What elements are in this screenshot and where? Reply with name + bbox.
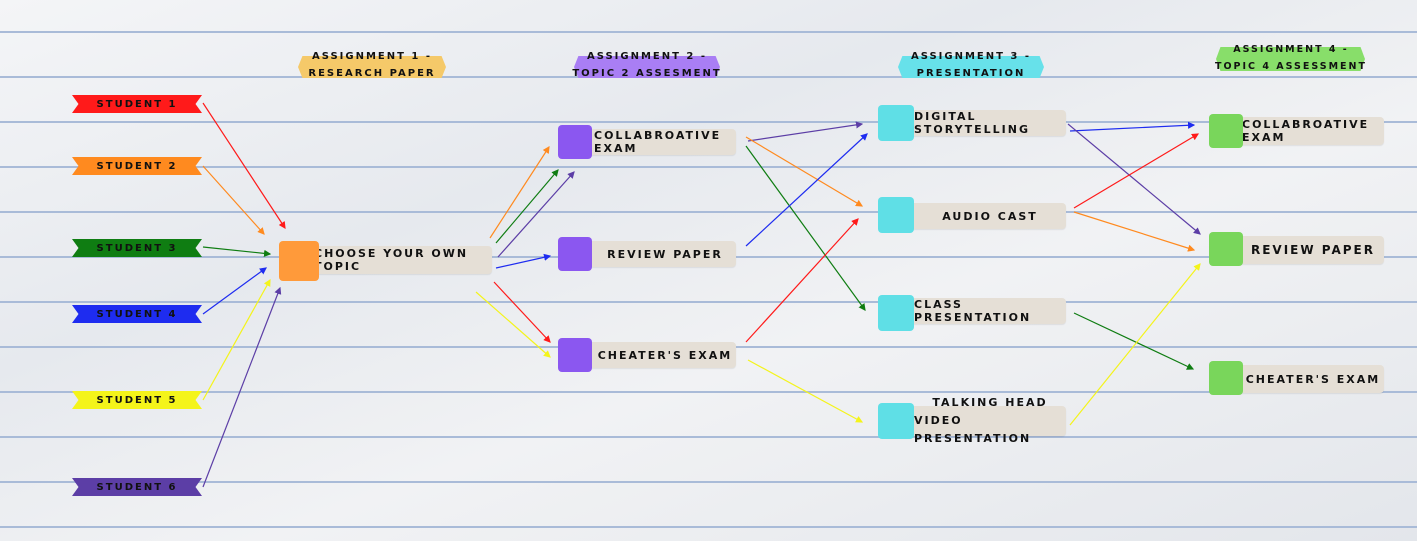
- assignment-2-header-line2: Topic 2 Assesment: [572, 68, 722, 79]
- a4-item-2-label: Review Paper: [1250, 243, 1375, 257]
- arrow-student5-topic: [202, 278, 271, 401]
- assignment-3-header-line2: Presentation: [916, 68, 1026, 79]
- a3-item-3-card: Class Presentation: [896, 298, 1066, 324]
- assignment-4-header-bg: [1216, 47, 1365, 71]
- arrow-student4-topic: [202, 267, 267, 315]
- assignment-1-header-line2: Research paper: [308, 68, 436, 79]
- student-3-ribbon: Student 3: [72, 239, 202, 257]
- assignment-4-header-line1: Assignment 4 -: [1233, 44, 1349, 55]
- a4-item-3-label: Cheater's Exam: [1245, 372, 1381, 386]
- a3-item-3-square: [878, 295, 914, 331]
- a2-item-2-square: [558, 237, 592, 271]
- a4-item-1-square: [1209, 114, 1243, 148]
- student-2-ribbon: Student 2: [72, 157, 202, 175]
- arrow-a2-3-a3-4-yellow: [747, 359, 864, 423]
- a3-item-3-label: Class Presentation: [914, 298, 1032, 324]
- arrow-student1-topic: [202, 102, 286, 230]
- a2-item-3-square: [558, 338, 592, 372]
- student-1-ribbon: Student 1: [72, 95, 202, 113]
- student-3-label: Student 3: [96, 242, 178, 254]
- student-4-label: Student 4: [96, 308, 178, 320]
- a4-item-3-card: Cheater's Exam: [1226, 365, 1384, 393]
- arrow-a2-1-a3-1-purple: [747, 121, 864, 142]
- a4-item-3-square: [1209, 361, 1243, 395]
- assignment-2-header: Assignment 2 - Topic 2 Assesment: [572, 48, 722, 82]
- a3-item-4-label-line2: Video Presentation: [914, 414, 1032, 445]
- a3-item-4-label-line1: Talking Head: [932, 396, 1048, 409]
- a2-item-3-card: Cheater's Exam: [574, 342, 736, 368]
- topic-card: Choose your own Topic: [300, 246, 492, 274]
- arrow-a3-2-a4-2-orange: [1073, 211, 1196, 252]
- student-6-label: Student 6: [96, 481, 178, 493]
- a3-item-2-card: Audio Cast: [896, 203, 1066, 229]
- assignment-4-header: Assignment 4 - Topic 4 Assessment: [1212, 41, 1370, 75]
- topic-square: [279, 241, 319, 281]
- a4-item-1-label: Collabroative Exam: [1242, 118, 1370, 144]
- arrow-topic-a2-orange: [489, 145, 550, 239]
- student-6-ribbon: Student 6: [72, 478, 202, 496]
- student-1-label: Student 1: [96, 98, 178, 110]
- arrow-a3-3-a4-3-green: [1073, 312, 1195, 370]
- arrow-a3-2-a4-1-red: [1073, 133, 1200, 209]
- student-5-label: Student 5: [96, 394, 178, 406]
- arrow-topic-a2-yellow: [475, 291, 551, 358]
- arrow-a2-1-a3-2-orange: [745, 136, 864, 207]
- a4-item-2-square: [1209, 232, 1243, 266]
- a2-item-2-card: Review Paper: [574, 241, 736, 267]
- a4-item-1-card: Collabroative Exam: [1226, 117, 1384, 145]
- arrow-a3-4-a4-2-yellow: [1069, 263, 1201, 426]
- assignment-3-header-bg: [898, 56, 1044, 78]
- a3-item-4-square: [878, 403, 914, 439]
- student-4-ribbon: Student 4: [72, 305, 202, 323]
- arrow-a3-1-a4-2-purple: [1067, 123, 1201, 235]
- arrow-a2-1-a3-3-green: [745, 145, 866, 311]
- arrow-topic-a2-blue: [495, 253, 552, 269]
- a3-item-1-square: [878, 105, 914, 141]
- arrow-a2-2-a3-1-blue: [745, 133, 868, 247]
- a2-item-2-label: Review Paper: [607, 247, 723, 261]
- arrow-student6-topic: [202, 286, 282, 488]
- a3-item-2-square: [878, 197, 914, 233]
- a4-item-2-card: Review Paper: [1226, 236, 1384, 264]
- a2-item-1-card: Collabroative Exam: [574, 129, 736, 155]
- assignment-1-header-bg: [298, 56, 446, 78]
- assignment-3-header: Assignment 3 - Presentation: [896, 48, 1046, 82]
- a3-item-1-card: Digital Storytelling: [896, 110, 1066, 136]
- assignment-3-header-line1: Assignment 3 -: [910, 51, 1032, 62]
- assignment-1-header-line1: Assignment 1 -: [311, 51, 433, 62]
- arrow-student2-topic: [202, 165, 265, 235]
- a3-item-1-label: Digital Storytelling: [914, 110, 1030, 136]
- a3-item-4-card: Talking Head Video Presentation: [896, 396, 1066, 445]
- topic-label: Choose your own Topic: [314, 247, 469, 273]
- arrow-a3-1-a4-1-blue: [1069, 121, 1196, 132]
- student-2-label: Student 2: [96, 160, 178, 172]
- student-5-ribbon: Student 5: [72, 391, 202, 409]
- assignment-2-header-bg: [574, 56, 720, 78]
- a2-item-1-square: [558, 125, 592, 159]
- arrow-topic-a2-green: [495, 169, 559, 244]
- arrow-topic-a2-purple: [497, 171, 575, 258]
- assignment-2-header-line1: Assignment 2 -: [586, 51, 708, 62]
- a3-item-2-label: Audio Cast: [942, 209, 1038, 223]
- a2-item-3-label: Cheater's Exam: [597, 348, 733, 362]
- arrow-topic-a2-red: [493, 281, 551, 343]
- assignment-1-header: Assignment 1 - Research paper: [298, 48, 446, 82]
- assignment-4-header-line2: Topic 4 Assessment: [1215, 61, 1367, 72]
- arrow-a2-3-a3-2-red: [745, 218, 859, 343]
- a2-item-1-label: Collabroative Exam: [594, 129, 722, 155]
- arrow-student3-topic: [202, 246, 272, 257]
